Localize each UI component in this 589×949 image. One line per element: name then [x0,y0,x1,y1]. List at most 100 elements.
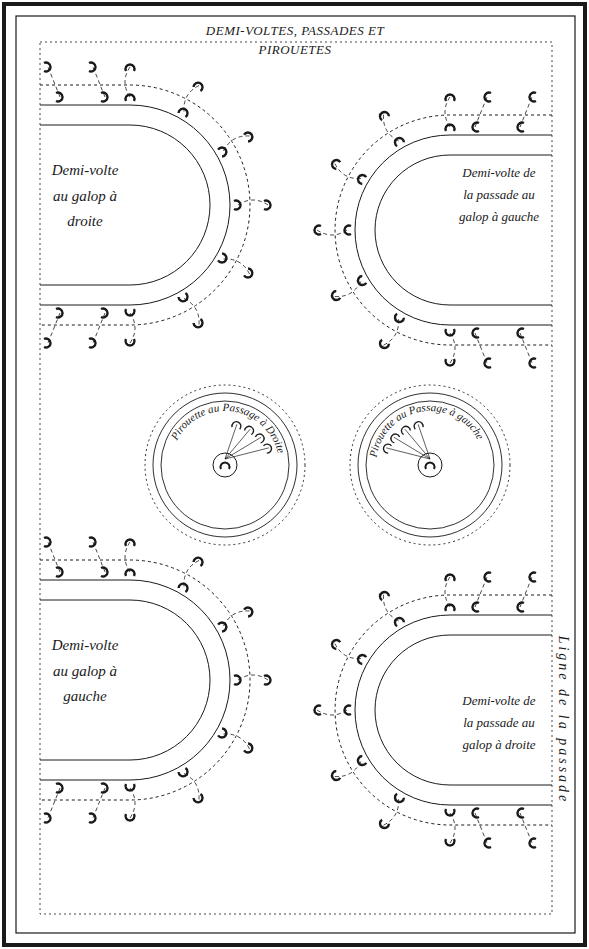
stride-line [335,282,361,297]
track-line [375,635,552,785]
horseshoe [446,839,455,846]
stride-line [238,675,268,680]
stride-line [184,560,199,586]
figure-label: Demi-volte au galop à gauche [44,633,126,710]
track-line [335,595,552,825]
horseshoe [264,676,271,685]
stride-line [450,813,455,843]
pirouette-circle: Pirouette au Passage à Droite [139,379,311,551]
stride-line [224,259,250,274]
horseshoe [393,136,404,146]
stride-line [225,448,269,459]
horseshoe [218,146,228,157]
horseshoe [234,676,241,685]
horseshoe [446,809,455,816]
stride-line [520,333,532,363]
horseshoe [393,793,404,803]
stride-line [225,424,237,459]
stride-line [48,788,60,818]
horseshoe [178,107,189,117]
horseshoe [446,574,455,581]
stride-line [384,799,399,825]
horseshoe [244,268,254,279]
figure-label: Demi-volte au galop à droite [44,158,126,235]
horseshoe [56,568,63,577]
stride-line [93,542,105,572]
stride-line [394,437,430,459]
horseshoe [446,604,455,611]
stride-line [445,97,450,127]
stride-line [384,319,399,345]
horseshoe [126,539,135,546]
horseshoe [56,93,63,102]
horseshoe [426,462,435,469]
track-line [40,125,210,285]
stride-line [48,542,60,572]
horseshoe [244,743,254,754]
horseshoe [517,603,524,612]
stride-line [125,542,130,572]
outer-frame [4,4,585,945]
track-line [40,580,230,780]
pirouette-label-path: Pirouette au Passage à Droite [168,401,288,454]
horseshoe [126,309,135,316]
horseshoe [244,425,255,435]
stride-line [445,577,450,607]
stride-line [475,97,487,127]
horseshoe [221,462,230,469]
horseshoe [234,201,241,210]
horseshoe [446,359,455,366]
stride-line [317,710,347,715]
horseshoe [218,621,228,632]
horseshoe [517,809,524,818]
stride-line [184,774,199,800]
circle-ring [153,393,297,537]
stride-line [130,788,135,818]
stride-line [125,67,130,97]
stride-line [450,333,455,363]
stride-line [130,313,135,343]
horseshoe [101,93,108,102]
horseshoe [232,421,242,430]
horseshoe [126,814,135,821]
circle-outline: Pirouette au Passage à gauche [344,379,516,551]
inner-frame [16,16,575,933]
horseshoe [356,173,366,184]
horseshoe [446,124,455,131]
horseshoe [330,158,340,169]
stride-line [225,437,261,459]
stride-line [225,429,250,459]
stride-line [93,313,105,343]
figure-label: Demi-volte de la passade au galop à droi… [456,690,542,756]
stride-line [48,67,60,97]
horseshoe [56,784,63,793]
horseshoe [389,432,400,443]
horseshoe [101,309,108,318]
stride-line [93,788,105,818]
stride-line [48,313,60,343]
stride-line [418,424,430,459]
horseshoe [382,443,392,454]
horseshoe [517,329,524,338]
horseshoe [101,784,108,793]
stride-line [335,644,361,659]
pirouette-label: Pirouette au Passage à gauche [366,401,486,459]
stride-line [224,734,250,749]
horseshoe [126,569,135,576]
track-line [40,105,230,305]
track-line [355,615,552,805]
dotted-frame [40,42,552,914]
horseshoe [393,313,404,323]
circle-ring [145,385,305,545]
pirouette-label-path: Pirouette au Passage à gauche [366,401,486,459]
horseshoe [218,253,228,264]
horseshoe [178,582,189,592]
horseshoe [193,81,204,91]
horseshoe [356,653,366,664]
stride-line [520,577,532,607]
horseshoe [356,756,366,767]
horseshoe [378,110,389,120]
horseshoe [314,706,321,715]
stride-line [93,67,105,97]
